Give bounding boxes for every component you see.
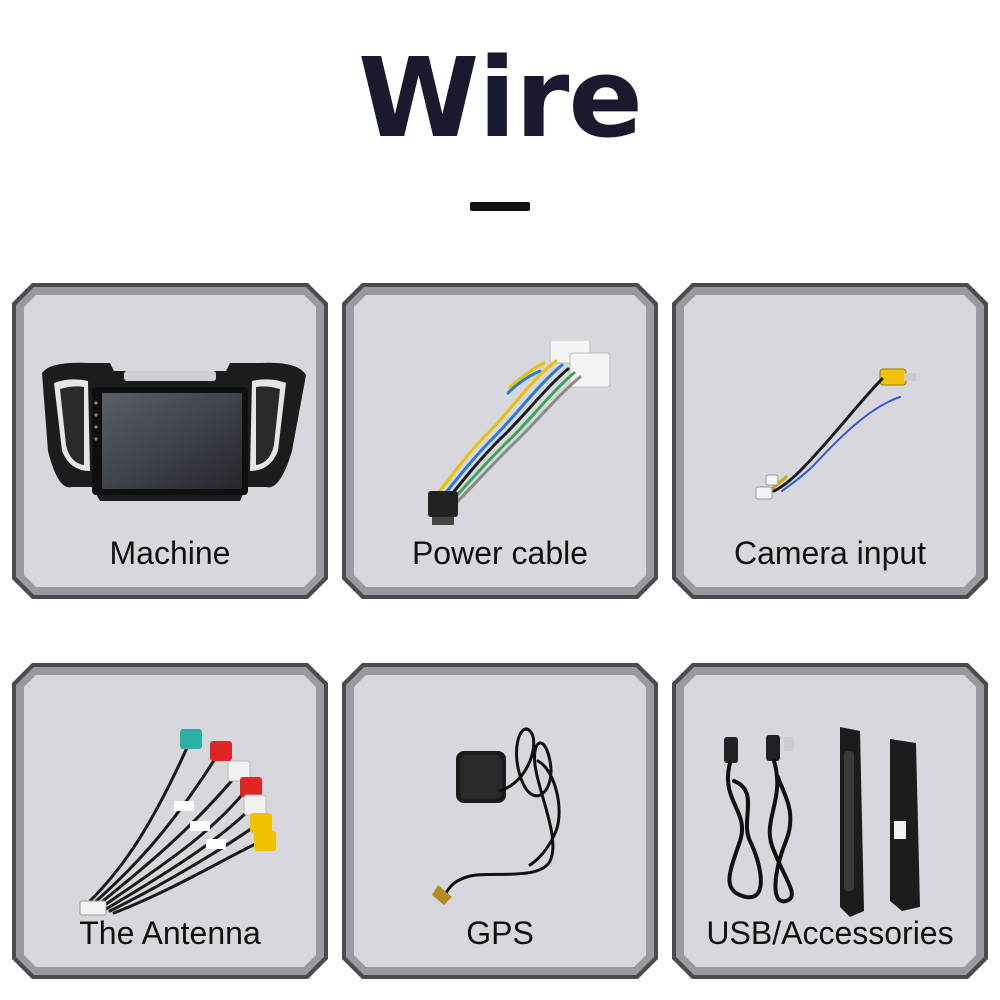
item-label: Camera input xyxy=(733,535,927,571)
card-frame xyxy=(672,283,988,599)
item-label: USB/Accessories xyxy=(706,915,954,951)
card-frame xyxy=(342,663,658,979)
usb-cables-and-bezel-icon xyxy=(724,727,920,917)
card-machine[interactable]: Machine xyxy=(10,281,330,601)
car-stereo-unit-icon xyxy=(42,362,306,501)
title-underline xyxy=(470,202,530,211)
rca-camera-cable-icon xyxy=(755,368,916,500)
item-label: The Antenna xyxy=(79,915,261,951)
item-label: GPS xyxy=(466,915,534,951)
page-title: Wire xyxy=(358,34,643,162)
rca-av-harness-icon xyxy=(79,729,276,916)
gps-antenna-icon xyxy=(432,727,561,905)
power-harness-cable-icon xyxy=(428,341,611,525)
item-label: Power cable xyxy=(411,535,589,571)
card-camera-input[interactable]: Camera input xyxy=(670,281,990,601)
card-the-antenna[interactable]: The Antenna xyxy=(10,661,330,981)
card-usb-accessories[interactable]: USB/Accessories xyxy=(670,661,990,981)
card-gps[interactable]: GPS xyxy=(340,661,660,981)
card-power-cable[interactable]: Power cable xyxy=(340,281,660,601)
item-label: Machine xyxy=(109,535,231,571)
